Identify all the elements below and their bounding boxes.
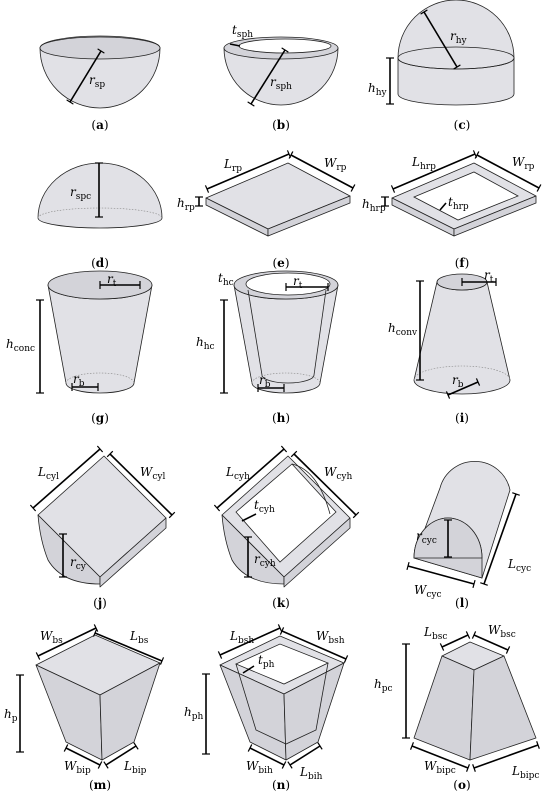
- label-b-1: rsph: [270, 75, 292, 92]
- label-k-1: Wcyh: [324, 465, 352, 482]
- label-i-0: rt: [484, 268, 494, 285]
- caption-l: (l): [455, 596, 469, 610]
- shape-j-half-cylinder: Lcyl Wcyl rcy: [29, 445, 176, 588]
- label-m-1: Lbs: [129, 629, 149, 646]
- label-i-1: hconv: [388, 321, 418, 338]
- label-l-2: Lcyc: [507, 557, 531, 574]
- label-m-2: hp: [4, 707, 18, 724]
- label-c-1: hhy: [368, 81, 388, 98]
- label-i-2: rb: [452, 373, 464, 390]
- caption-o: (o): [453, 778, 471, 792]
- label-l-0: rcyc: [416, 529, 437, 546]
- shape-b-hollow-hemisphere: tsph rsph: [223, 23, 339, 107]
- label-k-0: Lcyh: [225, 465, 250, 482]
- shape-c-hemicylinder: rhy hhy: [368, 0, 515, 106]
- label-m-4: Lbip: [123, 759, 147, 776]
- label-h-2: hhc: [196, 335, 215, 352]
- label-o-3: Wbipc: [424, 759, 456, 776]
- label-m-0: Wbs: [40, 629, 63, 646]
- label-a-0: rsp: [89, 73, 105, 90]
- shape-n-hollow-pyramid: Lbsh Wbsh tph hph Wbih Lbih: [184, 624, 349, 782]
- caption-g: (g): [91, 411, 109, 425]
- shape-e-rectangular-plate: Lrp Wrp hrp: [177, 150, 356, 237]
- caption-f: (f): [454, 256, 470, 270]
- label-j-1: Wcyl: [140, 465, 165, 482]
- label-e-2: hrp: [177, 196, 195, 213]
- label-n-3: hph: [184, 705, 203, 722]
- caption-i: (i): [455, 411, 469, 425]
- shape-h-hollow-cone: thc rt hhc rb: [196, 270, 339, 394]
- label-o-0: Lbsc: [423, 625, 447, 642]
- label-n-2: tph: [258, 653, 275, 670]
- label-j-0: Lcyl: [37, 465, 59, 482]
- shape-g-truncated-cone: rt hconc rb: [6, 270, 153, 394]
- caption-k: (k): [272, 596, 290, 610]
- label-n-0: Lbsh: [229, 629, 254, 646]
- label-e-0: Lrp: [223, 157, 242, 174]
- label-g-0: rt: [107, 272, 117, 289]
- label-b-0: tsph: [232, 23, 253, 40]
- caption-e: (e): [272, 256, 290, 270]
- shape-m-truncated-pyramid: Wbs Lbs hp Wbip Lbip: [4, 624, 165, 776]
- label-f-1: Wrp: [512, 155, 535, 172]
- caption-m: (m): [88, 778, 112, 792]
- caption-b: (b): [272, 118, 290, 132]
- label-h-1: rt: [293, 274, 303, 291]
- label-o-1: Wbsc: [488, 623, 516, 640]
- label-n-4: Wbih: [246, 759, 273, 776]
- label-f-0: Lhrp: [411, 155, 436, 172]
- label-d-0: rspc: [70, 185, 91, 202]
- shape-f-hollow-plate: Lhrp Wrp hhrp thrp: [362, 150, 542, 237]
- caption-d: (d): [91, 256, 109, 270]
- label-k-2: tcyh: [254, 498, 275, 515]
- caption-j: (j): [93, 596, 107, 610]
- label-e-1: Wrp: [324, 156, 347, 173]
- label-h-3: rb: [259, 373, 271, 390]
- shape-i-frustum: rt hconv rb: [388, 268, 511, 399]
- label-g-2: rb: [73, 372, 85, 389]
- shape-d-spherical-cap: rspc: [37, 162, 163, 229]
- label-k-3: rcyh: [254, 552, 276, 569]
- caption-h: (h): [271, 411, 291, 425]
- label-l-1: Wcyc: [414, 583, 442, 600]
- label-o-4: Lbipc: [511, 764, 539, 781]
- label-g-1: hconc: [6, 337, 35, 354]
- label-h-0: thc: [218, 271, 234, 288]
- label-o-2: hpc: [374, 677, 393, 694]
- label-j-2: rcy: [70, 555, 87, 572]
- shape-a-hemisphere: rsp: [39, 35, 161, 109]
- caption-c: (c): [453, 118, 471, 132]
- shape-o-frustum-pyramid: Lbsc Wbsc hpc Wbipc Lbipc: [374, 623, 540, 781]
- label-f-3: thrp: [448, 195, 469, 212]
- caption-n: (n): [271, 778, 291, 792]
- label-c-0: rhy: [450, 29, 468, 46]
- shape-l-half-cylinder-standing: rcyc Wcyc Lcyc: [406, 460, 531, 600]
- caption-a: (a): [91, 118, 109, 132]
- label-m-3: Wbip: [64, 759, 91, 776]
- label-f-2: hhrp: [362, 197, 386, 214]
- shape-k-hollow-half-cylinder: Lcyh Wcyh tcyh rcyh: [213, 445, 360, 588]
- label-n-1: Wbsh: [316, 629, 345, 646]
- label-n-5: Lbih: [299, 765, 323, 782]
